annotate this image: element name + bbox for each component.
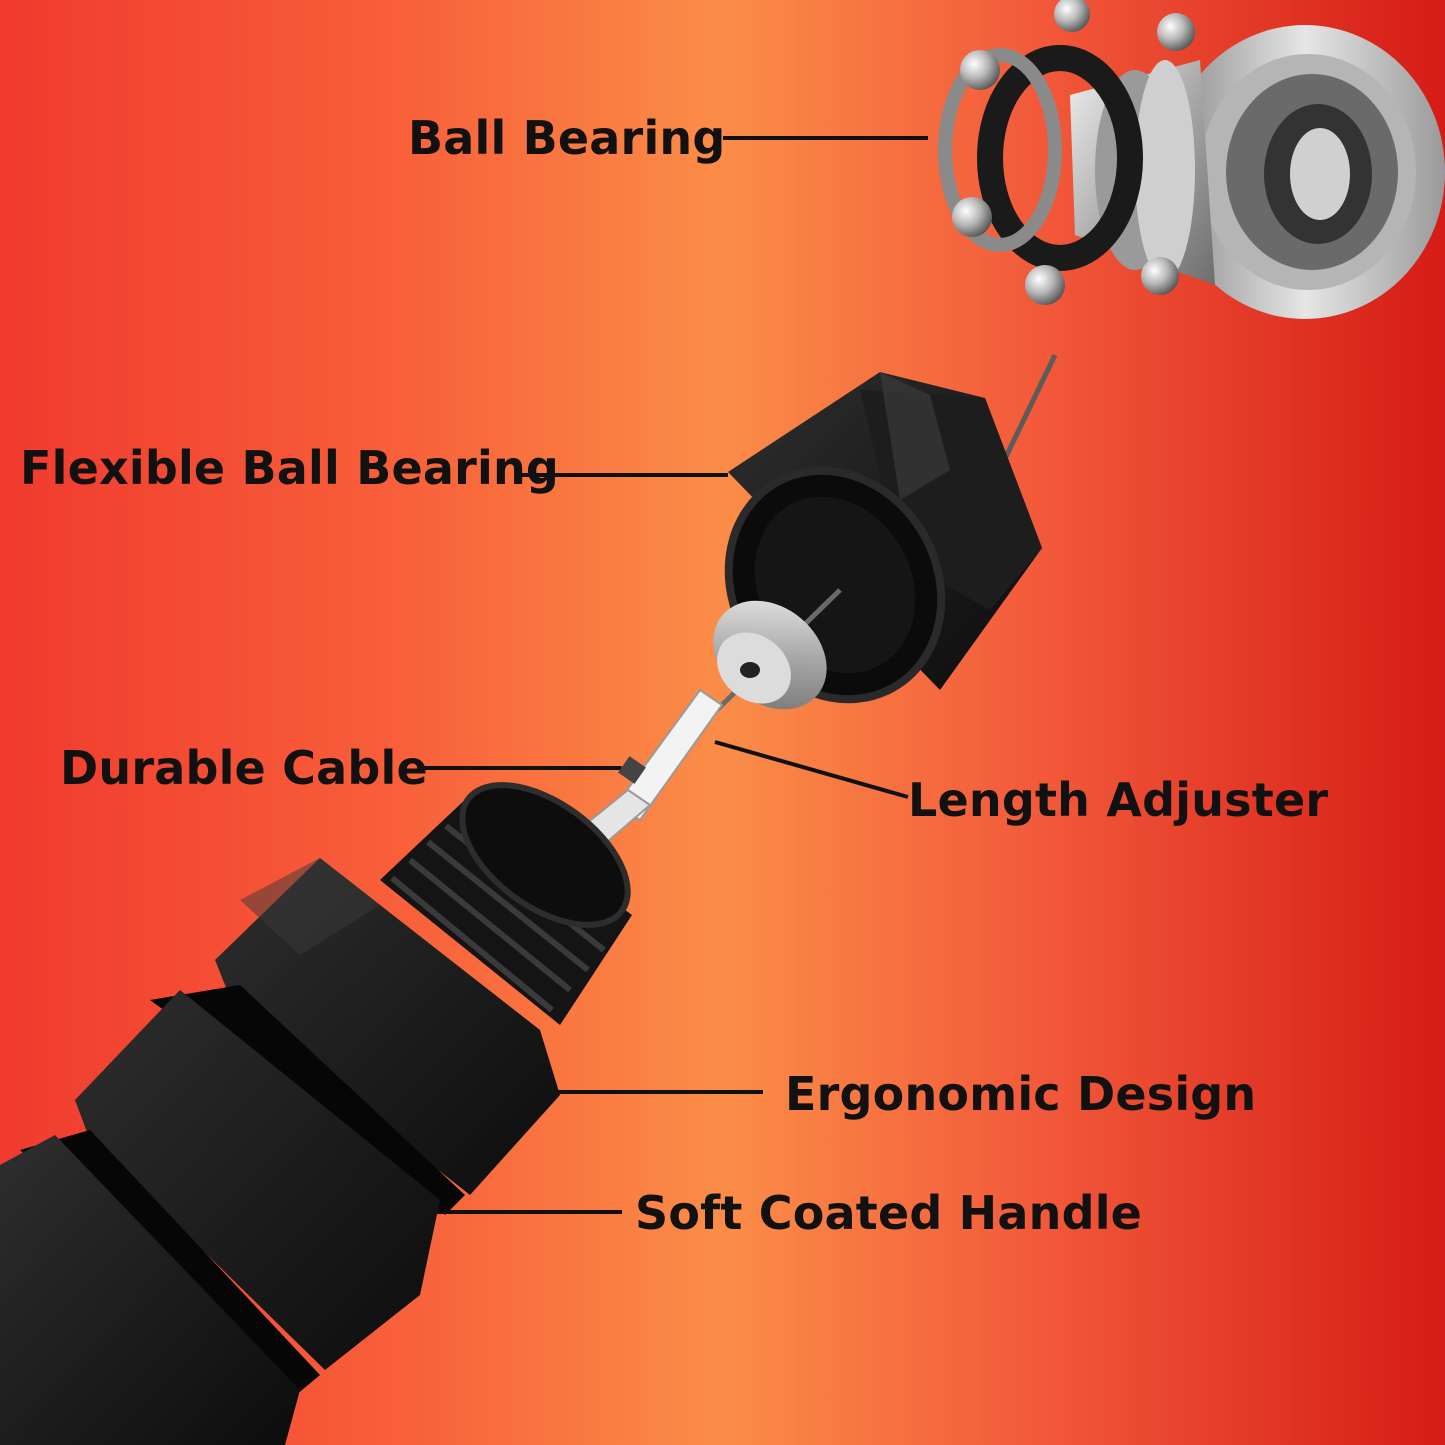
metal-cup bbox=[1165, 25, 1445, 319]
leader-line-length-adjuster bbox=[714, 740, 909, 799]
label-length-adjuster: Length Adjuster bbox=[908, 773, 1329, 827]
handle-part bbox=[0, 782, 632, 1445]
leader-line-durable-cable bbox=[418, 766, 630, 778]
steel-balls bbox=[952, 0, 1195, 305]
ball-bearing-part bbox=[938, 0, 1445, 319]
label-flexible-ball-bearing: Flexible Ball Bearing bbox=[20, 441, 560, 495]
handle-segment-3 bbox=[0, 1135, 300, 1445]
label-ball-bearing: Ball Bearing bbox=[408, 111, 726, 165]
label-durable-cable: Durable Cable bbox=[60, 741, 428, 795]
threaded-end bbox=[380, 782, 632, 1025]
label-ergonomic-design: Ergonomic Design bbox=[785, 1067, 1257, 1121]
black-cap-part bbox=[724, 353, 1058, 704]
handle-segment-2 bbox=[75, 990, 440, 1370]
label-soft-coated-handle: Soft Coated Handle bbox=[635, 1186, 1143, 1240]
leader-lines bbox=[418, 136, 928, 1214]
washer-part bbox=[713, 600, 827, 710]
bearing-cage bbox=[938, 45, 1143, 271]
